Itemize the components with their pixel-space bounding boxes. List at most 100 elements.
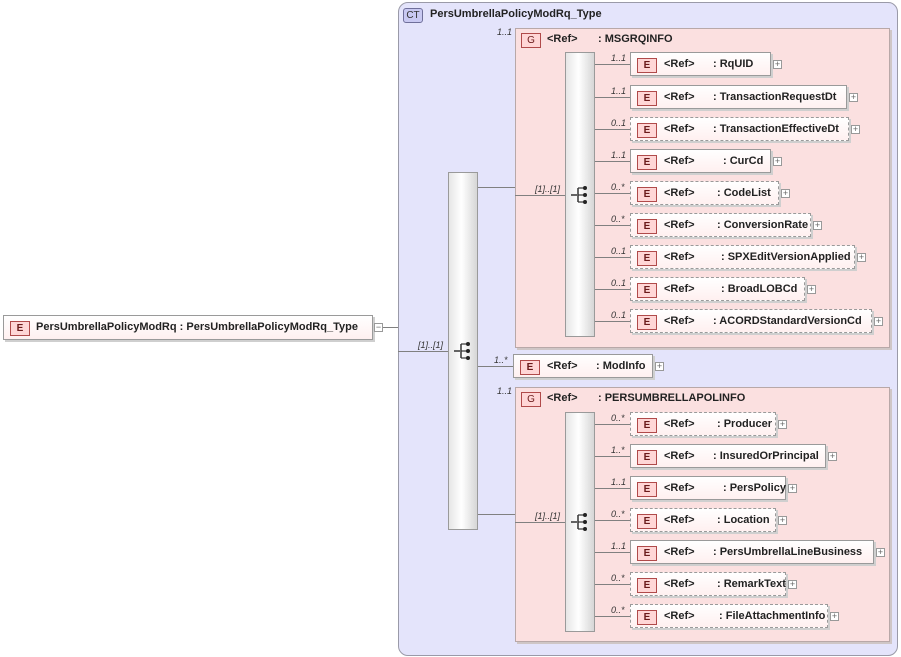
element-box[interactable]: E<Ref>: ACORDStandardVersionCd bbox=[630, 309, 872, 333]
expand-toggle-icon[interactable]: + bbox=[773, 59, 782, 69]
connector-line bbox=[515, 195, 565, 196]
element-box[interactable]: E<Ref>: PersPolicy bbox=[630, 476, 786, 500]
element-name: : Location bbox=[717, 514, 770, 526]
element-badge: E bbox=[637, 450, 657, 465]
connector-line bbox=[595, 129, 630, 130]
expand-toggle-icon[interactable]: + bbox=[857, 252, 866, 262]
expand-toggle-icon[interactable]: + bbox=[788, 579, 797, 589]
msgrqinfo-name: : MSGRQINFO bbox=[598, 33, 673, 45]
element-badge: E bbox=[637, 315, 657, 330]
element-badge: E bbox=[637, 610, 657, 625]
element-ref: <Ref> bbox=[664, 251, 695, 263]
element-ref: <Ref> bbox=[664, 91, 695, 103]
connector-line bbox=[478, 187, 515, 188]
element-name: : BroadLOBCd bbox=[721, 283, 798, 295]
element-box[interactable]: E<Ref>: PersUmbrellaLineBusiness bbox=[630, 540, 874, 564]
element-ref: <Ref> bbox=[664, 450, 695, 462]
connector-line bbox=[383, 327, 398, 328]
persumbrellapolinfo-ref: <Ref> bbox=[547, 392, 578, 404]
expand-toggle-icon[interactable]: + bbox=[813, 220, 822, 230]
element-ref: <Ref> bbox=[547, 360, 578, 372]
element-ref: <Ref> bbox=[664, 514, 695, 526]
persumbrellapolinfo-name: : PERSUMBRELLAPOLINFO bbox=[598, 392, 746, 404]
element-cardinality: 0..* bbox=[611, 509, 625, 519]
element-box[interactable]: E<Ref>: RqUID bbox=[630, 52, 771, 76]
msgrqinfo-ref: <Ref> bbox=[547, 33, 578, 45]
element-badge: E bbox=[637, 514, 657, 529]
connector-line bbox=[515, 522, 565, 523]
expand-toggle-icon[interactable]: + bbox=[773, 156, 782, 166]
connector-line bbox=[478, 366, 513, 367]
element-box[interactable]: E<Ref>: TransactionEffectiveDt bbox=[630, 117, 849, 141]
element-badge: E bbox=[637, 58, 657, 73]
element-badge: E bbox=[10, 321, 30, 336]
connector-line bbox=[478, 514, 515, 515]
expand-toggle-icon[interactable]: + bbox=[830, 611, 839, 621]
connector-line bbox=[595, 488, 630, 489]
expand-toggle-icon[interactable]: + bbox=[807, 284, 816, 294]
element-cardinality: 0..1 bbox=[611, 278, 627, 288]
element-cardinality: 1..* bbox=[611, 445, 625, 455]
expand-toggle-icon[interactable]: + bbox=[874, 316, 883, 326]
element-badge: E bbox=[637, 219, 657, 234]
element-box[interactable]: E <Ref> : TransactionRequestDt bbox=[630, 85, 847, 109]
element-name: : CurCd bbox=[723, 155, 764, 167]
element-cardinality: 1..1 bbox=[611, 86, 627, 96]
persumbrellapolinfo-cardinality: 1..1 bbox=[497, 386, 513, 396]
expand-toggle-icon[interactable]: + bbox=[828, 451, 837, 461]
element-ref: <Ref> bbox=[664, 283, 695, 295]
element-cardinality: 1..1 bbox=[611, 541, 627, 551]
connector-line bbox=[595, 616, 630, 617]
element-box[interactable]: E<Ref>: Producer bbox=[630, 412, 776, 436]
element-box[interactable]: E<Ref>: FileAttachmentInfo bbox=[630, 604, 828, 628]
element-name: : InsuredOrPrincipal bbox=[713, 450, 819, 462]
connector-line bbox=[595, 97, 630, 98]
element-name: : TransactionEffectiveDt bbox=[713, 123, 839, 135]
element-box-modinfo[interactable]: E <Ref> : ModInfo bbox=[513, 354, 653, 378]
element-ref: <Ref> bbox=[664, 546, 695, 558]
expand-toggle-icon[interactable]: + bbox=[655, 361, 664, 371]
group-badge: G bbox=[521, 392, 541, 407]
element-box[interactable]: E <Ref> : InsuredOrPrincipal bbox=[630, 444, 826, 468]
connector-line bbox=[595, 321, 630, 322]
expand-toggle-icon[interactable]: + bbox=[876, 547, 885, 557]
element-box[interactable]: E<Ref>: CodeList bbox=[630, 181, 779, 205]
connector-line bbox=[595, 161, 630, 162]
expand-toggle-icon[interactable]: + bbox=[851, 124, 860, 134]
element-name: : TransactionRequestDt bbox=[713, 91, 837, 103]
element-box[interactable]: E<Ref>: RemarkText bbox=[630, 572, 786, 596]
element-name: : RqUID bbox=[713, 58, 754, 70]
element-box[interactable]: E<Ref>: SPXEditVersionApplied bbox=[630, 245, 855, 269]
element-ref: <Ref> bbox=[664, 578, 695, 590]
element-badge: E bbox=[637, 251, 657, 266]
element-box[interactable]: E<Ref>: ConversionRate bbox=[630, 213, 811, 237]
element-badge: E bbox=[637, 91, 657, 106]
element-ref: <Ref> bbox=[664, 155, 695, 167]
element-box[interactable]: E <Ref> : Location bbox=[630, 508, 776, 532]
element-cardinality: 0..* bbox=[611, 573, 625, 583]
expand-toggle-icon[interactable]: + bbox=[778, 515, 787, 525]
element-box[interactable]: E<Ref>: CurCd bbox=[630, 149, 771, 173]
expand-toggle-icon[interactable]: + bbox=[788, 483, 797, 493]
element-ref: <Ref> bbox=[664, 482, 695, 494]
expand-toggle-icon[interactable]: + bbox=[778, 419, 787, 429]
element-box[interactable]: E<Ref>: BroadLOBCd bbox=[630, 277, 805, 301]
element-ref: <Ref> bbox=[664, 187, 695, 199]
msgrqinfo-sequence-cardinality: [1]..[1] bbox=[535, 184, 561, 194]
connector-line bbox=[595, 225, 630, 226]
persumbrellapolinfo-sequence-cardinality: [1]..[1] bbox=[535, 511, 561, 521]
element-ref: <Ref> bbox=[664, 610, 695, 622]
collapse-toggle-icon[interactable]: − bbox=[374, 322, 383, 332]
expand-toggle-icon[interactable]: + bbox=[781, 188, 790, 198]
connector-line bbox=[595, 456, 630, 457]
element-name: : ConversionRate bbox=[717, 219, 809, 231]
element-name: : ACORDStandardVersionCd bbox=[713, 315, 862, 327]
element-ref: <Ref> bbox=[664, 418, 695, 430]
element-cardinality: 1..1 bbox=[611, 150, 627, 160]
element-cardinality: 0..1 bbox=[611, 118, 627, 128]
root-element-box[interactable]: E PersUmbrellaPolicyModRq : PersUmbrella… bbox=[3, 315, 373, 340]
element-name: : RemarkText bbox=[717, 578, 786, 590]
element-badge: E bbox=[637, 123, 657, 138]
element-badge: E bbox=[637, 482, 657, 497]
expand-toggle-icon[interactable]: + bbox=[849, 92, 858, 102]
